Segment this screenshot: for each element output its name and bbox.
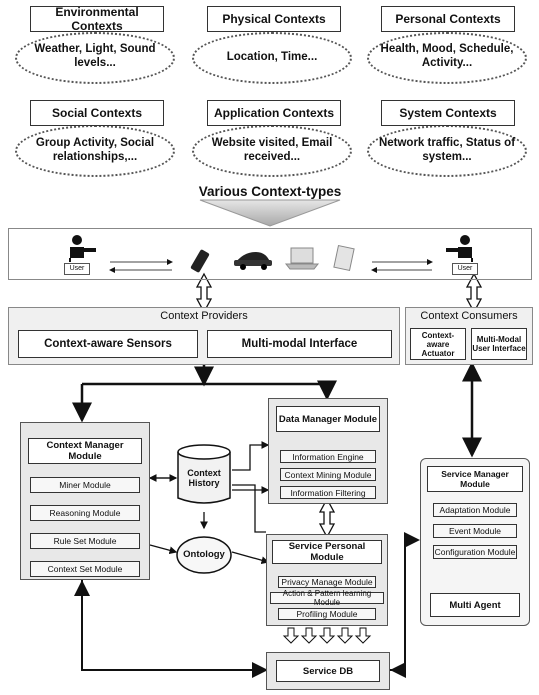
context-aware-sensors-box: Context-aware Sensors [18,330,198,358]
context-examples: Group Activity, Social relationships,... [35,137,155,163]
context-title: Physical Contexts [207,6,341,32]
event-module: Event Module [433,524,517,538]
user-strip-panel [8,228,532,280]
context-title: Personal Contexts [381,6,515,32]
car-icon [234,252,272,270]
privacy-manage-module: Privacy Manage Module [278,576,376,588]
rule-set-module: Rule Set Module [30,533,140,549]
information-filtering: Information Filtering [280,486,376,499]
context-consumers-title: Context Consumers [420,310,518,322]
context-examples: Location, Time... [226,51,318,63]
service-manager-title: Service Manager Module [427,466,523,492]
context-examples: Health, Mood, Schedule, Activity... [380,43,514,69]
action-pattern-learning-module: Action & Pattern learning Module [270,589,384,607]
ontology-label: Ontology [183,549,225,560]
multi-modal-ui-box: Multi-Modal User Interface [471,328,527,360]
context-title: Environmental Contexts [30,5,164,33]
flow-arrows-icon [282,627,372,644]
context-title: System Contexts [381,100,515,126]
ontology-ellipse [176,536,232,574]
miner-module: Miner Module [30,477,140,493]
profiling-module: Profiling Module [278,608,376,620]
tablet-icon [333,244,355,272]
multi-modal-interface-box: Multi-modal Interface [207,330,392,358]
user-icon [446,235,473,262]
reasoning-module: Reasoning Module [30,505,140,521]
data-manager-title: Data Manager Module [276,406,380,432]
funnel-arrow-icon [199,199,341,227]
context-examples: Website visited, Email received... [211,137,333,163]
phone-icon [190,249,210,273]
user-label: User [452,263,478,275]
context-mining-module: Context Mining Module [280,468,376,481]
configuration-module: Configuration Module [433,545,517,559]
laptop-icon [284,247,320,270]
user-icon [69,235,96,262]
context-set-module: Context Set Module [30,561,140,577]
context-manager-title: Context Manager Module [28,438,142,464]
service-db-label: Service DB [276,660,380,682]
user-label: User [64,263,90,275]
context-aware-actuator-box: Context-aware Actuator [410,328,466,360]
context-history-cylinder-icon [177,444,231,504]
context-examples: Network traffic, Status of system... [378,137,516,163]
service-personal-title: Service Personal Module [272,540,382,564]
context-title: Application Contexts [207,100,341,126]
context-examples: Weather, Light, Sound levels... [34,43,156,69]
adaptation-module: Adaptation Module [433,503,517,517]
various-context-types-label: Various Context-types [198,184,342,199]
context-history-label: Context History [187,468,221,488]
context-title: Social Contexts [30,100,164,126]
context-providers-title: Context Providers [160,310,248,322]
information-engine: Information Engine [280,450,376,463]
multi-agent-box: Multi Agent [430,593,520,617]
